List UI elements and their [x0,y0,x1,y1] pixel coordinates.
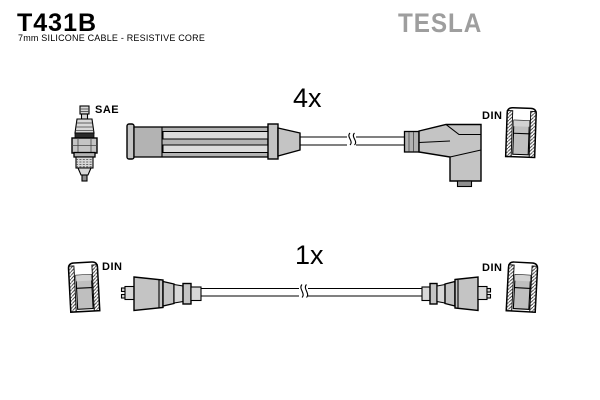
din-terminal-icon-bottom-left [67,260,101,313]
din-boot-bottom-left [120,276,202,312]
connector-terminal-nub [124,285,135,301]
brand-logo: TESLA [398,8,483,38]
boot-elbow-body [418,123,482,182]
boot-end-cap [126,123,135,160]
boot-ferrule [403,130,420,153]
din-terminal-icon-bottom-right [505,261,539,313]
din-standard-label-bottom-left: DIN [102,261,123,273]
top-cable-wire [300,132,405,146]
sae-straight-boot [126,123,301,160]
spark-plug-thread [75,156,94,169]
connector-body [454,276,479,312]
boot-contact-nub [456,180,473,188]
din-standard-label-top: DIN [482,110,503,122]
part-description: 7mm SILICONE CABLE - RESISTIVE CORE [18,33,206,43]
sae-standard-label: SAE [95,104,120,116]
din-standard-label-bottom-right: DIN [482,262,503,274]
din-terminal-icon-top [504,106,538,159]
top-quantity-label: 4x [293,83,322,113]
din-boot-bottom-right [421,276,492,312]
connector-body [133,276,164,312]
part-number: T431B [17,9,98,37]
connector-terminal-nub [477,285,488,301]
spark-plug-electrode [81,174,88,182]
din-angled-boot [403,123,482,188]
boot-nose [277,127,301,157]
connector-collar [429,282,438,305]
bottom-quantity-label: 1x [295,240,324,270]
spark-plug-terminal [79,105,90,115]
connector-tip [421,286,431,302]
connector-collar [182,282,192,305]
boot-collar [267,123,279,160]
cable-break-mark [348,132,352,146]
connector-tip [190,286,202,302]
bottom-cable-wire [201,284,422,298]
cable-break-mark [300,284,304,298]
spark-plug-icon [71,105,98,182]
